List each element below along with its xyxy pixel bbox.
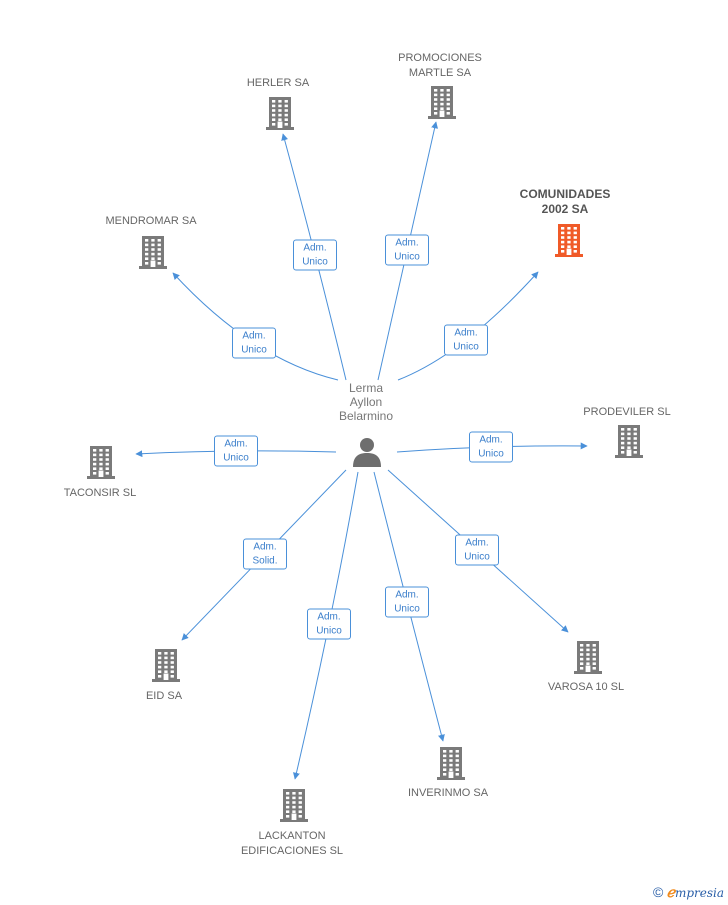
company-name[interactable]: VAROSA 10 SL (547, 681, 625, 693)
role-badge: Adm. Unico (307, 608, 351, 640)
role-badge: Adm. Unico (385, 234, 429, 266)
role-badge: Adm. Unico (444, 324, 488, 356)
building-icon[interactable] (436, 746, 466, 780)
building-icon[interactable] (554, 223, 584, 257)
company-name[interactable]: PRODEVILER SL (583, 406, 671, 418)
role-badge: Adm. Unico (232, 327, 276, 359)
building-icon[interactable] (86, 445, 116, 479)
role-badge: Adm. Solid. (243, 538, 287, 570)
building-icon[interactable] (427, 85, 457, 119)
brand-logo-e: ℯ (666, 885, 675, 901)
role-badge: Adm. Unico (293, 239, 337, 271)
company-name[interactable]: HERLER SA (246, 77, 310, 89)
company-name[interactable]: PROMOCIONES MARTLE SA (398, 52, 482, 79)
role-badge: Adm. Unico (455, 534, 499, 566)
building-icon[interactable] (138, 235, 168, 269)
company-name[interactable]: LACKANTON EDIFICACIONES SL (240, 830, 344, 857)
copyright-symbol: © (652, 884, 664, 900)
company-name[interactable]: INVERINMO SA (407, 787, 489, 799)
role-badge: Adm. Unico (214, 435, 258, 467)
person-icon (353, 438, 381, 467)
building-icon[interactable] (151, 648, 181, 682)
person-name: Lerma Ayllon Belarmino (338, 381, 394, 423)
building-icon[interactable] (279, 788, 309, 822)
brand-logo-text: mpresia (674, 886, 724, 900)
company-name[interactable]: EID SA (145, 690, 183, 702)
building-icon[interactable] (265, 96, 295, 130)
role-badge: Adm. Unico (469, 431, 513, 463)
company-name[interactable]: TACONSIR SL (63, 487, 137, 499)
brand-footer: © ℯmpresia (653, 884, 724, 901)
edge-mendromar (172, 272, 339, 381)
company-name[interactable]: COMUNIDADES 2002 SA (519, 187, 611, 216)
building-icon[interactable] (573, 640, 603, 674)
role-badge: Adm. Unico (385, 586, 429, 618)
company-name[interactable]: MENDROMAR SA (105, 215, 197, 227)
building-icon[interactable] (614, 424, 644, 458)
